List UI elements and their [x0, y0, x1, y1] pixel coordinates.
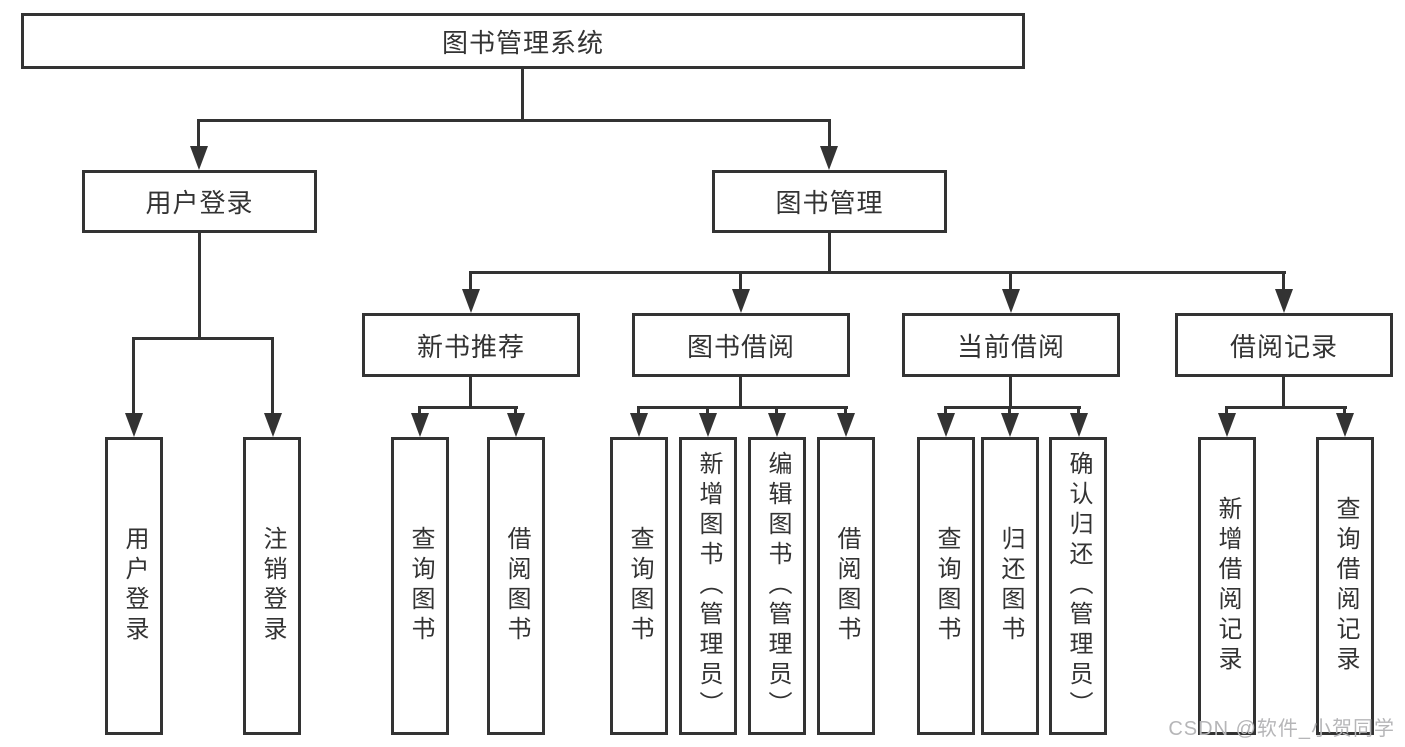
connector-leaf-stem: [514, 406, 517, 418]
connector-user-login-stem: [197, 119, 200, 149]
connector-section-stem: [1009, 271, 1012, 293]
connector-user-branch-stub: [198, 233, 201, 337]
connector-section-stub: [1009, 377, 1012, 406]
connector-root-stub: [521, 69, 524, 119]
leaf-confirm-return-admin: 确认归还（管理员）: [1049, 437, 1107, 735]
connector-leaf-split: [637, 406, 848, 409]
arrow-down-icon: [1275, 289, 1293, 313]
connector-leaf-stem: [844, 406, 847, 418]
leaf-label: 查询图书: [933, 526, 960, 646]
connector-section-stem: [739, 271, 742, 293]
arrow-down-icon: [630, 413, 648, 437]
arrow-down-icon: [1001, 413, 1019, 437]
arrow-down-icon: [411, 413, 429, 437]
leaf-query-books: 查询图书: [610, 437, 668, 735]
connector-user-branch-split: [132, 337, 274, 340]
leaf-label: 查询图书: [626, 526, 653, 646]
arrow-down-icon: [768, 413, 786, 437]
connector-root-split: [197, 119, 831, 122]
csdn-watermark: CSDN @软件_小贺同学: [1168, 718, 1395, 740]
arrow-down-icon: [699, 413, 717, 437]
arrow-down-icon: [837, 413, 855, 437]
node-user-login: 用户登录: [82, 170, 317, 233]
arrow-down-icon: [462, 289, 480, 313]
leaf-edit-books-admin: 编辑图书（管理员）: [748, 437, 806, 735]
connector-leaf-stem: [271, 337, 274, 417]
arrow-down-icon: [732, 289, 750, 313]
arrow-down-icon: [125, 413, 143, 437]
connector-section-stem: [1282, 271, 1285, 293]
connector-leaf-stem: [132, 337, 135, 417]
leaf-label: 用户登录: [121, 526, 148, 646]
leaf-borrow-books: 借阅图书: [817, 437, 875, 735]
leaf-label: 确认归还（管理员）: [1065, 451, 1092, 721]
connector-book-branch-stub: [828, 233, 831, 271]
leaf-label: 注销登录: [259, 526, 286, 646]
arrow-down-icon: [1218, 413, 1236, 437]
leaf-add-borrow-record: 新增借阅记录: [1198, 437, 1256, 735]
leaf-logout: 注销登录: [243, 437, 301, 735]
connector-leaf-split: [944, 406, 1081, 409]
leaf-query-books: 查询图书: [391, 437, 449, 735]
leaf-return-books: 归还图书: [981, 437, 1039, 735]
leaf-label: 归还图书: [997, 526, 1024, 646]
node-current-borrowing: 当前借阅: [902, 313, 1120, 377]
arrow-down-icon: [1002, 289, 1020, 313]
leaf-label: 新增借阅记录: [1214, 496, 1241, 676]
leaf-label: 借阅图书: [503, 526, 530, 646]
connector-leaf-stem: [1343, 406, 1346, 418]
node-book-borrowing: 图书借阅: [632, 313, 850, 377]
connector-leaf-stem: [706, 406, 709, 418]
leaf-borrow-books: 借阅图书: [487, 437, 545, 735]
arrow-down-icon: [1336, 413, 1354, 437]
connector-book-mgmt-stem: [828, 119, 831, 149]
connector-leaf-stem: [775, 406, 778, 418]
connector-leaf-stem: [1008, 406, 1011, 418]
arrow-down-icon: [1070, 413, 1088, 437]
node-root-library-system: 图书管理系统: [21, 13, 1025, 69]
connector-leaf-stem: [1077, 406, 1080, 418]
leaf-add-books-admin: 新增图书（管理员）: [679, 437, 737, 735]
node-new-book-recommend: 新书推荐: [362, 313, 580, 377]
connector-book-branch-split: [469, 271, 1286, 274]
connector-leaf-stem: [418, 406, 421, 418]
leaf-user-login: 用户登录: [105, 437, 163, 735]
leaf-label: 查询图书: [407, 526, 434, 646]
connector-section-stem: [469, 271, 472, 293]
connector-section-stub: [1282, 377, 1285, 406]
connector-section-stub: [469, 377, 472, 406]
node-book-management: 图书管理: [712, 170, 947, 233]
leaf-label: 新增图书（管理员）: [695, 451, 722, 721]
arrow-down-icon: [507, 413, 525, 437]
leaf-query-books: 查询图书: [917, 437, 975, 735]
arrow-down-icon: [190, 146, 208, 170]
connector-leaf-split: [1225, 406, 1347, 409]
connector-leaf-stem: [1225, 406, 1228, 418]
connector-leaf-stem: [637, 406, 640, 418]
leaf-query-borrow-record: 查询借阅记录: [1316, 437, 1374, 735]
arrow-down-icon: [820, 146, 838, 170]
leaf-label: 编辑图书（管理员）: [764, 451, 791, 721]
arrow-down-icon: [264, 413, 282, 437]
leaf-label: 查询借阅记录: [1332, 496, 1359, 676]
arrow-down-icon: [937, 413, 955, 437]
connector-section-stub: [739, 377, 742, 406]
connector-leaf-split: [418, 406, 518, 409]
node-borrowing-records: 借阅记录: [1175, 313, 1393, 377]
leaf-label: 借阅图书: [833, 526, 860, 646]
connector-leaf-stem: [944, 406, 947, 418]
